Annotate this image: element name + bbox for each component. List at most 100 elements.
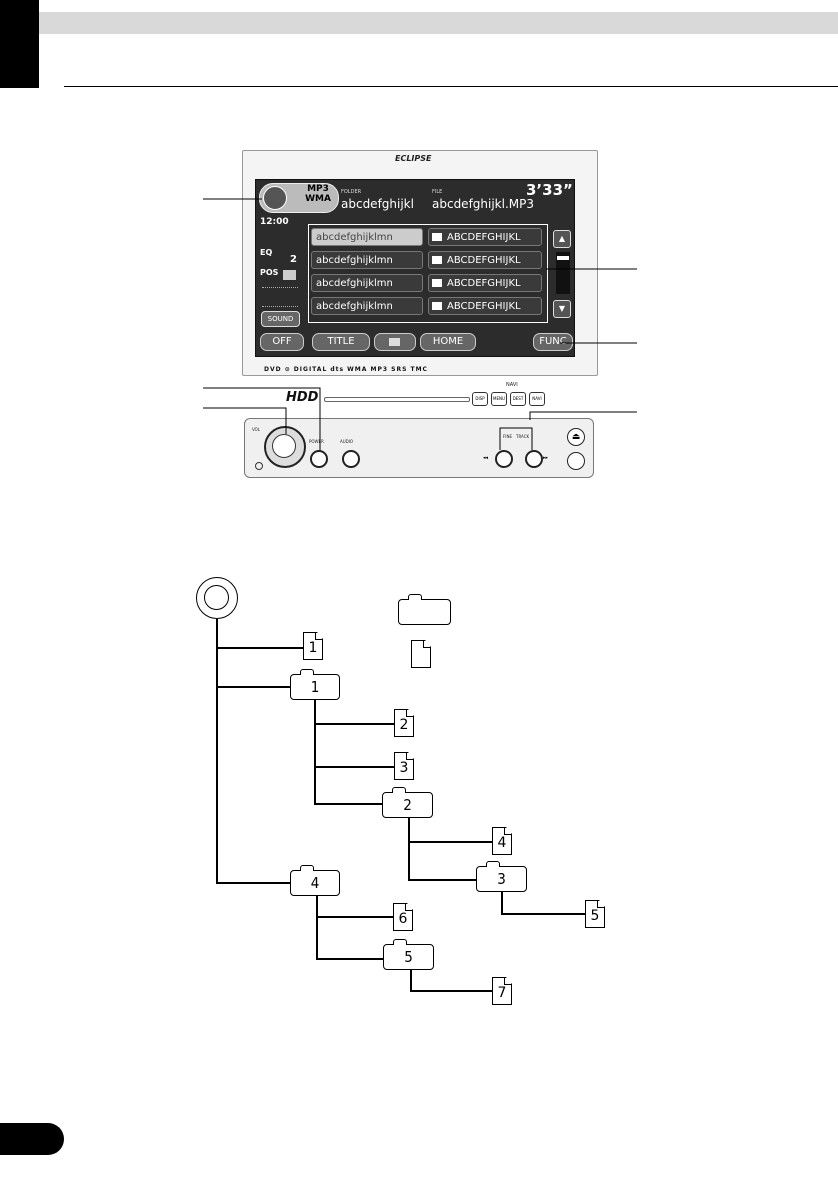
file-list-item[interactable]: abcdefghijklmn bbox=[311, 228, 423, 246]
list-highlight-frame bbox=[308, 224, 548, 323]
home-button[interactable]: HOME bbox=[420, 333, 476, 351]
folder-list-label: ABCDEFGHIJKL bbox=[428, 297, 542, 315]
track-up-button[interactable] bbox=[525, 450, 543, 468]
disc-icon bbox=[263, 186, 287, 210]
file-list-item[interactable]: abcdefghijklmn bbox=[311, 251, 423, 269]
header-band bbox=[39, 12, 838, 34]
file-list-item[interactable]: abcdefghijklmn bbox=[311, 274, 423, 292]
page-fold bbox=[406, 709, 414, 717]
page-fold bbox=[504, 977, 512, 985]
tree-branch bbox=[410, 970, 412, 991]
page-number-tab bbox=[0, 1123, 64, 1155]
callout-lines bbox=[203, 198, 637, 450]
file-name: abcdefghijkl.MP3 bbox=[432, 197, 535, 211]
tree-branch bbox=[314, 766, 394, 768]
brand-logo: ECLIPSE bbox=[395, 154, 432, 163]
power-label: POWER bbox=[309, 439, 324, 444]
file-list-item[interactable]: abcdefghijklmn bbox=[311, 297, 423, 315]
eq-label: EQ bbox=[260, 248, 273, 257]
folder-icon: 3 bbox=[476, 861, 527, 892]
eject-icon: ⏏ bbox=[571, 432, 581, 442]
skip-forward-icon: ▸▸ bbox=[543, 455, 549, 461]
volume-knob-center bbox=[272, 434, 296, 458]
page-fold bbox=[405, 903, 413, 911]
tree-branch bbox=[316, 916, 393, 918]
folder-list-item[interactable]: ABCDEFGHIJKL bbox=[428, 274, 542, 292]
disc-slot bbox=[324, 397, 470, 402]
clock: 12:00 bbox=[260, 217, 289, 227]
off-button[interactable]: OFF bbox=[260, 333, 304, 351]
page-fold bbox=[504, 827, 512, 835]
tree-branch bbox=[501, 892, 503, 914]
chapter-tab bbox=[0, 0, 39, 88]
file-icon: 6 bbox=[393, 903, 413, 931]
folder-icon bbox=[389, 338, 400, 346]
tilt-button[interactable] bbox=[567, 452, 585, 470]
tree-branch bbox=[408, 818, 410, 880]
disc-hole bbox=[204, 585, 229, 610]
dest-button[interactable]: DEST bbox=[510, 392, 526, 406]
legend-folder-icon bbox=[398, 594, 451, 625]
disp-button[interactable]: DISP bbox=[472, 392, 488, 406]
folder-list-item[interactable]: ABCDEFGHIJKL bbox=[428, 297, 542, 315]
speaker-balance-icon bbox=[262, 287, 298, 307]
folder-icon: 2 bbox=[382, 787, 433, 818]
file-icon: 3 bbox=[394, 752, 414, 780]
tree-branch bbox=[501, 913, 585, 915]
pos-label: POS bbox=[260, 268, 279, 277]
folder-icon bbox=[432, 256, 442, 264]
legend-file-icon bbox=[411, 640, 431, 668]
tree-branch bbox=[216, 686, 290, 688]
folder-list-item[interactable]: ABCDEFGHIJKL bbox=[428, 251, 542, 269]
page-fold bbox=[597, 900, 605, 908]
source-label: MP3 WMA bbox=[305, 184, 331, 204]
audio-button[interactable] bbox=[342, 450, 360, 468]
folder-button[interactable] bbox=[374, 333, 416, 351]
tree-branch bbox=[314, 803, 382, 805]
folder-icon: 4 bbox=[290, 865, 340, 896]
vol-label: VOL bbox=[252, 427, 261, 432]
header-rule bbox=[64, 86, 838, 87]
eject-button[interactable]: ⏏ bbox=[567, 428, 585, 446]
eq-value: 2 bbox=[290, 254, 297, 265]
page-fold bbox=[315, 632, 323, 640]
tree-branch bbox=[408, 879, 476, 881]
folder-list-label: ABCDEFGHIJKL bbox=[428, 251, 542, 269]
scroll-up-button[interactable]: ▲ bbox=[553, 230, 571, 248]
sound-button[interactable]: SOUND bbox=[261, 311, 300, 327]
title-button[interactable]: TITLE bbox=[312, 333, 370, 351]
root-disc-icon bbox=[196, 577, 238, 619]
file-icon: 4 bbox=[492, 827, 512, 855]
func-button[interactable]: FUNC bbox=[533, 333, 573, 351]
file-icon: 2 bbox=[394, 709, 414, 737]
play-time: 3’33” bbox=[526, 181, 573, 199]
format-logos: DVD ⊙ DIGITAL dts WMA MP3 SRS TMC bbox=[264, 366, 428, 373]
navi-button[interactable]: NAVI bbox=[529, 392, 545, 406]
file-icon: 7 bbox=[492, 977, 512, 1005]
navi-caption: NAVI bbox=[506, 382, 518, 388]
folder-list-label: ABCDEFGHIJKL bbox=[428, 228, 542, 246]
page-fold bbox=[406, 752, 414, 760]
reset-button[interactable] bbox=[255, 462, 263, 470]
audio-label: AUDIO bbox=[340, 439, 354, 444]
tree-branch bbox=[216, 647, 303, 649]
folder-icon bbox=[432, 302, 442, 310]
scroll-thumb[interactable] bbox=[557, 256, 569, 260]
tree-branch bbox=[314, 723, 394, 725]
scroll-bar[interactable] bbox=[556, 252, 570, 294]
tree-branch bbox=[216, 882, 290, 884]
skip-back-icon: ◂◂ bbox=[483, 455, 489, 461]
position-icon bbox=[283, 270, 296, 280]
scroll-down-button[interactable]: ▼ bbox=[553, 300, 571, 318]
menu-button[interactable]: MENU bbox=[491, 392, 507, 406]
folder-list-item[interactable]: ABCDEFGHIJKL bbox=[428, 228, 542, 246]
tree-trunk bbox=[216, 619, 218, 883]
track-down-button[interactable] bbox=[495, 450, 513, 468]
power-button[interactable] bbox=[310, 450, 328, 468]
tree-branch bbox=[408, 841, 492, 843]
file-icon: 1 bbox=[303, 632, 323, 660]
folder-icon bbox=[432, 233, 442, 241]
tree-branch bbox=[314, 700, 316, 804]
folder-list-label: ABCDEFGHIJKL bbox=[428, 274, 542, 292]
fine-label: FINE bbox=[503, 434, 512, 439]
